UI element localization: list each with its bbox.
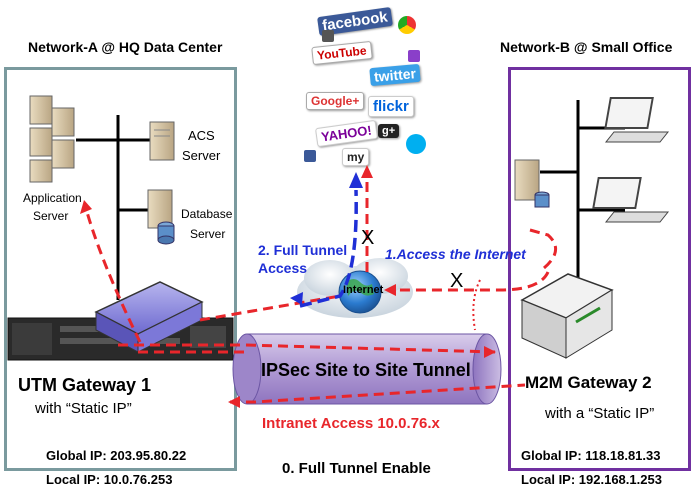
network-a-border (4, 67, 237, 471)
network-b-local-ip: Local IP: 192.168.1.253 (521, 472, 662, 487)
utm-gateway-icon (94, 281, 204, 353)
intranet-access-label: Intranet Access 10.0.76.x (262, 415, 440, 432)
network-a-lan-lines (76, 115, 150, 300)
network-a-local-ip: Local IP: 10.0.76.253 (46, 472, 173, 487)
acs-server-icon (149, 121, 175, 161)
tunnel-label: IPSec Site to Site Tunnel (261, 360, 471, 380)
acs-server-label-1: ACS (188, 128, 215, 143)
laptop-icon-bottom (592, 177, 670, 223)
red-arrowheads (80, 165, 496, 408)
blue-dashed-path (299, 189, 358, 308)
globe-icon (338, 270, 382, 314)
blue-arrowhead-left (290, 292, 303, 305)
m2m-gateway-name: M2M Gateway 2 (525, 373, 652, 392)
access-internet-label: 1.Access the Internet (385, 246, 526, 262)
small-app-icon (408, 50, 420, 62)
database-server-label-2: Server (190, 227, 226, 241)
blue-arrowhead (349, 172, 363, 188)
googleplus-logo: Google+ (306, 92, 365, 110)
network-b-title: Network-B @ Small Office (500, 39, 673, 55)
gplus-small-logo: g+ (378, 124, 400, 138)
internet-label: Internet (343, 284, 384, 296)
utm-gateway-sub: with “Static IP” (35, 400, 132, 417)
full-tunnel-access-label-1: 2. Full Tunnel (258, 242, 348, 258)
database-server-label-1: Database (181, 207, 233, 221)
office-server-icon (514, 159, 550, 208)
network-a-global-ip: Global IP: 203.95.80.22 (46, 448, 187, 463)
application-server-label-1: Application (23, 191, 82, 205)
utm-gateway-name: UTM Gateway 1 (18, 375, 152, 395)
database-server-icon (147, 189, 175, 245)
m2m-gateway-sub: with a “Static IP” (545, 405, 655, 422)
application-server-label-2: Server (33, 209, 69, 223)
blocked-x-mark: X (361, 227, 375, 249)
blocked-x-mark: X (450, 270, 464, 292)
chrome-icon (398, 16, 416, 34)
m2m-gateway-icon (520, 273, 614, 359)
network-b-global-ip: Global IP: 118.18.81.33 (521, 448, 661, 463)
red-dotted-path (472, 279, 481, 331)
flickr-logo: flickr (368, 96, 414, 117)
small-app-icon (304, 150, 316, 162)
full-tunnel-enable-label: 0. Full Tunnel Enable (282, 460, 431, 477)
skype-icon (406, 134, 426, 154)
myspace-logo: my (342, 148, 370, 166)
acs-server-label-2: Server (182, 148, 221, 163)
social-media-cluster: facebook YouTube twitter Google+ flickr … (298, 0, 430, 170)
full-tunnel-access-label-2: Access (258, 260, 308, 276)
application-server-icon (29, 95, 75, 183)
small-app-icon (322, 30, 334, 42)
laptop-icon-top (604, 97, 670, 143)
network-a-title: Network-A @ HQ Data Center (28, 39, 223, 55)
network-b-border (508, 67, 691, 471)
